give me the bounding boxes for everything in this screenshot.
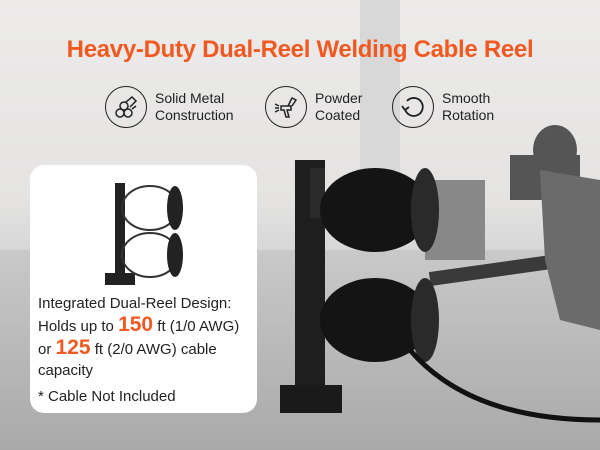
feature-label-line2: Rotation (442, 107, 495, 123)
feature-label-line1: Smooth (442, 90, 491, 106)
spec-2-0-awg: ft (2/0 AWG) cable (94, 341, 217, 358)
metal-rods-icon (105, 86, 147, 128)
reel-thumbnail (105, 183, 183, 285)
info-card: Integrated Dual-Reel Design: Holds up to… (30, 165, 257, 413)
feature-label-line1: Powder (315, 90, 363, 106)
holds-prefix: Holds up to (38, 318, 114, 335)
capacity-text: capacity (38, 362, 94, 379)
spec-1-0-awg: ft (1/0 AWG) (157, 318, 240, 335)
spray-gun-icon (265, 86, 307, 128)
capacity-description: Integrated Dual-Reel Design: Holds up to… (38, 293, 258, 381)
length-150: 150 (118, 313, 154, 336)
feature-label-line2: Construction (155, 107, 234, 123)
or-text: or (38, 341, 52, 358)
feature-label-line2: Coated (315, 107, 361, 123)
rotation-icon (392, 86, 434, 128)
cable-not-included-note: * Cable Not Included (38, 388, 176, 405)
length-125: 125 (55, 336, 91, 359)
feature-label-line1: Solid Metal (155, 90, 225, 106)
card-heading: Integrated Dual-Reel Design: (38, 295, 232, 312)
page-title: Heavy-Duty Dual-Reel Welding Cable Reel (66, 36, 534, 63)
